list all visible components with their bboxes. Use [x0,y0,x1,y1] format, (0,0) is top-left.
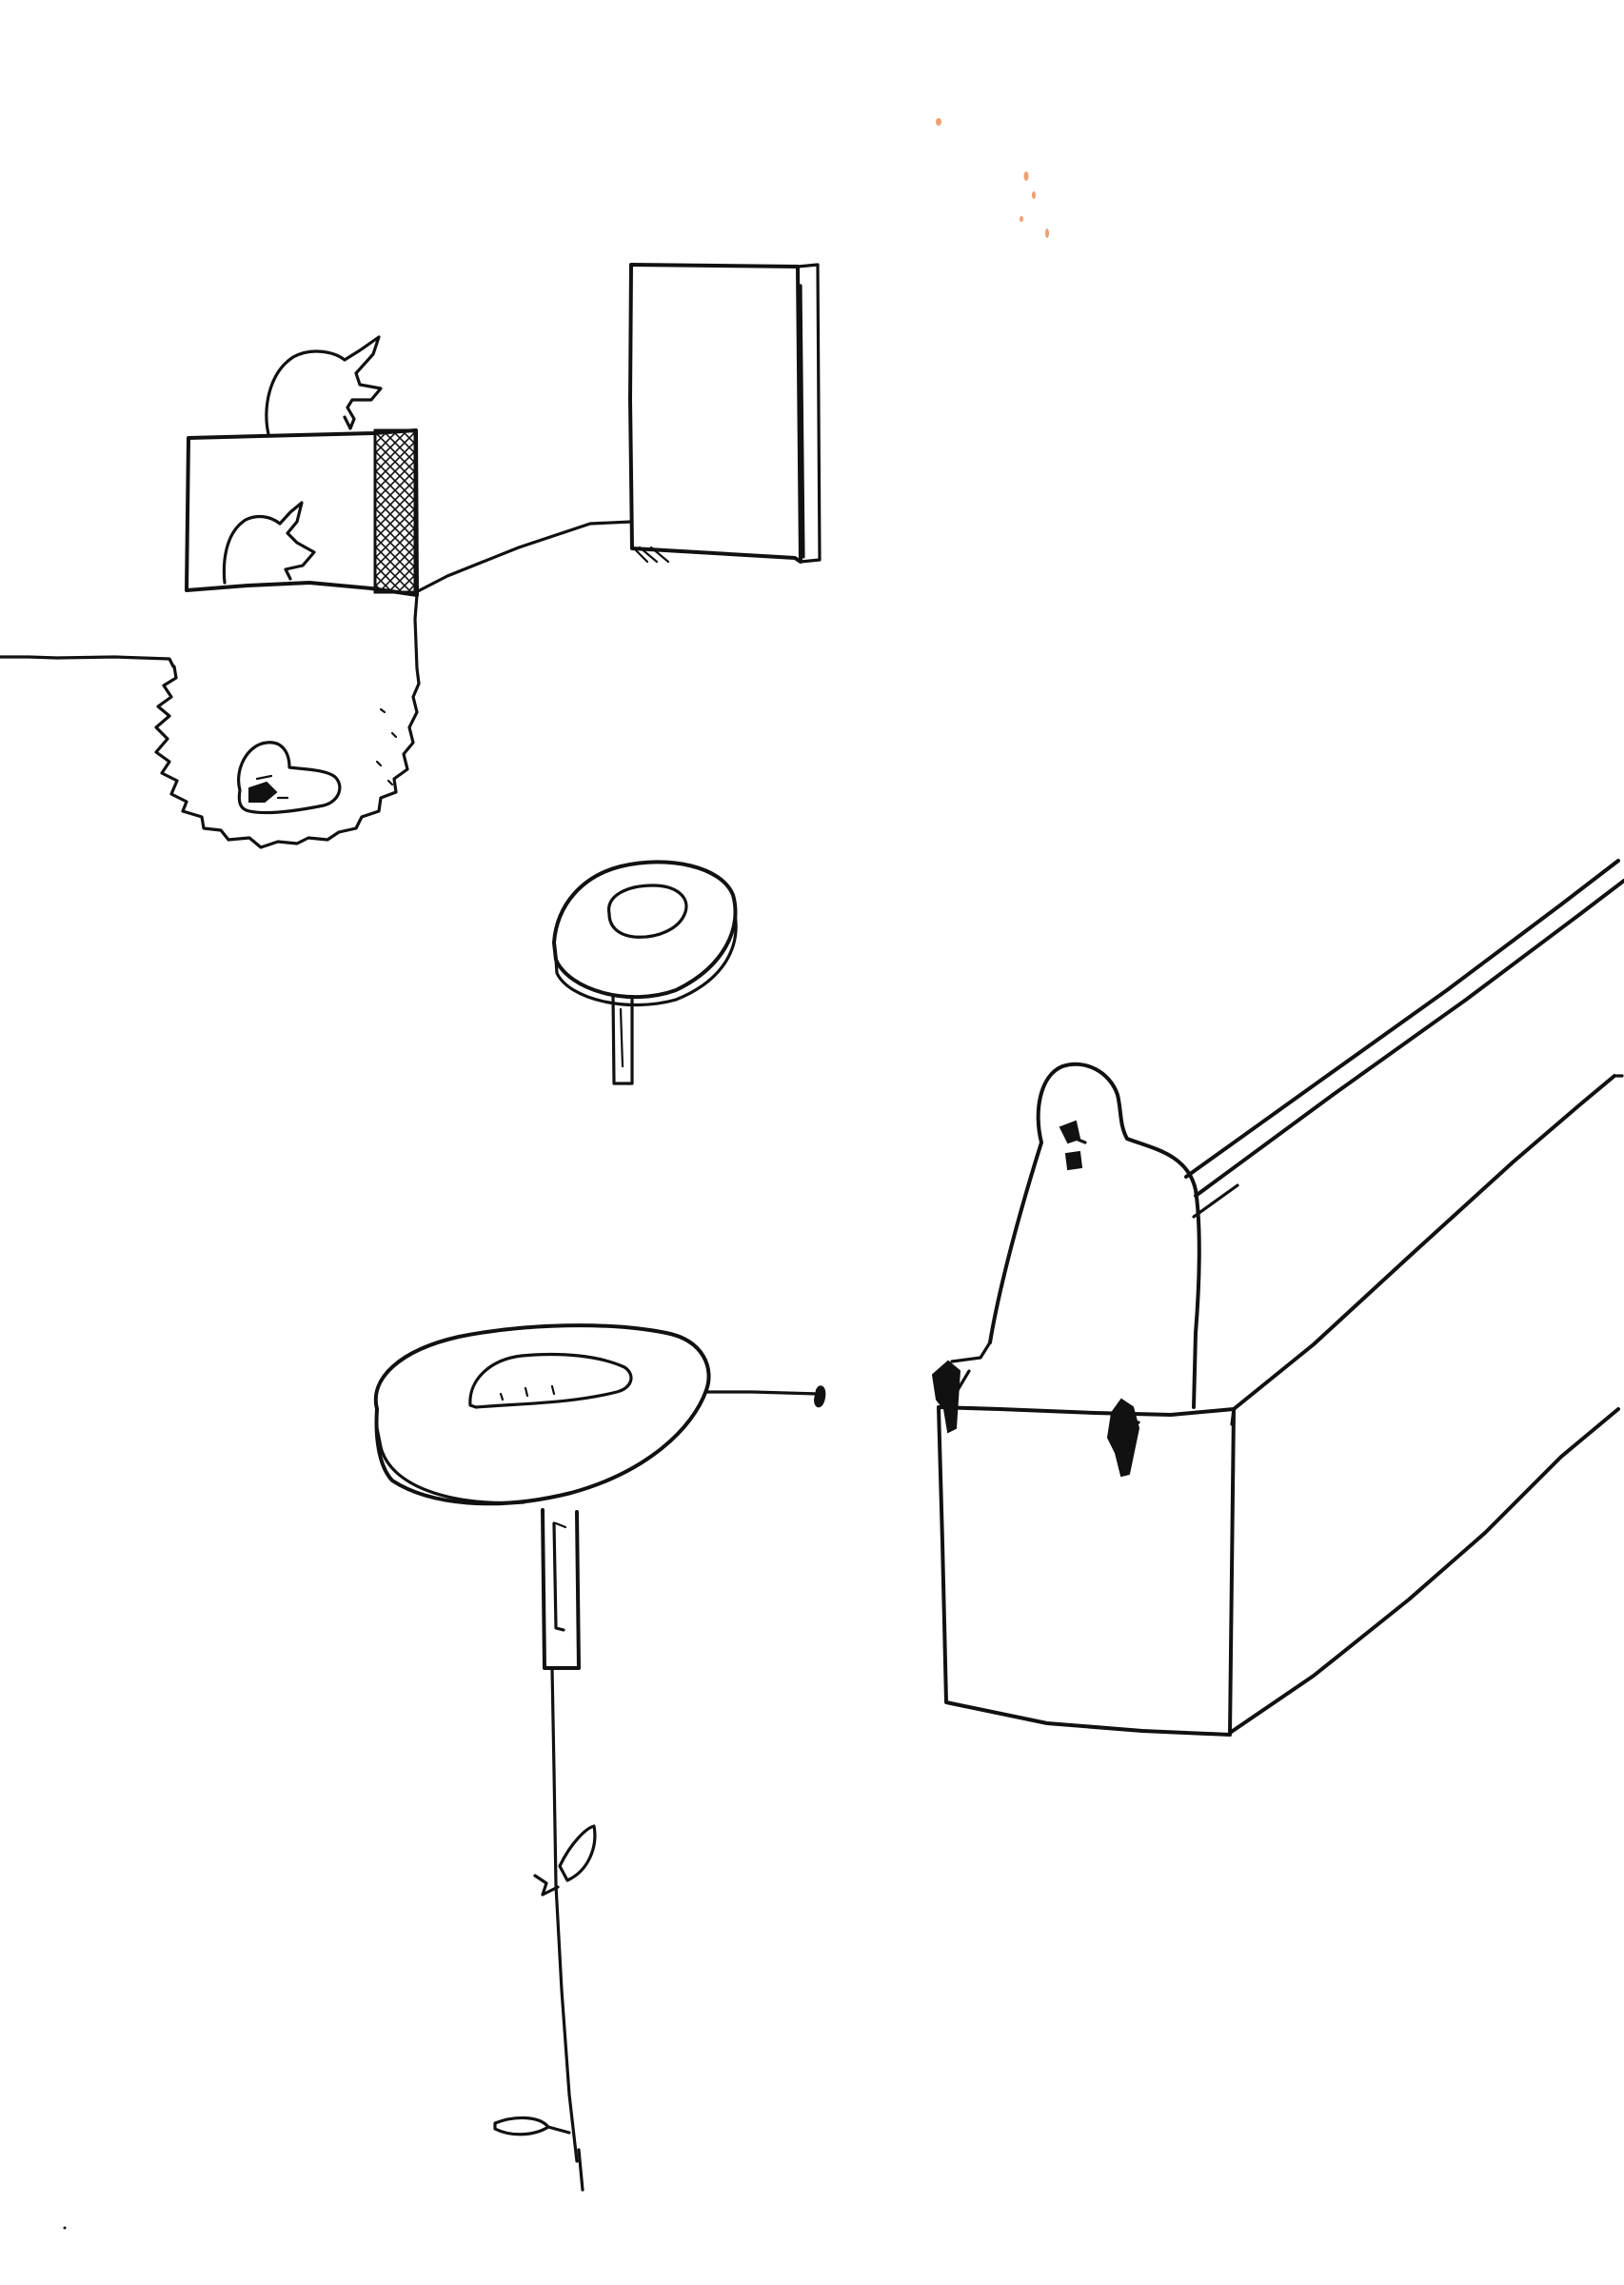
margin-dot [63,2226,67,2230]
small-table [552,860,738,1085]
left-floor-line [0,655,175,668]
floor-line [414,520,633,594]
box-with-creature [185,335,419,597]
wavy-rug [154,593,421,849]
orange-marks [936,118,1049,238]
large-table [373,1323,826,2192]
door-panel [628,263,822,564]
stair-block [931,859,1624,1737]
